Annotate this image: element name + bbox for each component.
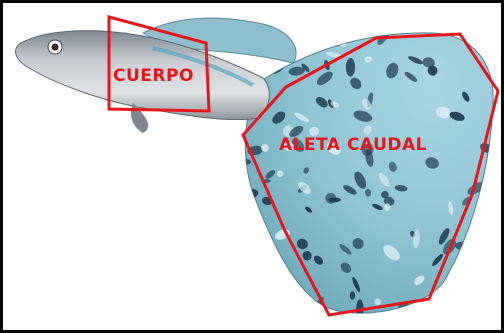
fin-spot [481, 251, 497, 270]
fin-spot [483, 183, 499, 199]
fin-spot [257, 292, 269, 302]
fin-spot [270, 269, 283, 284]
fin-spot [466, 231, 482, 247]
fin-spot [346, 58, 355, 77]
fin-spot [451, 308, 460, 313]
fin-spot [298, 297, 311, 310]
guppy-diagram: CUERPO ALETA CAUDAL [3, 3, 501, 330]
tail-fin-image [235, 24, 499, 320]
fin-spot [260, 264, 269, 273]
body-label: CUERPO [113, 66, 194, 86]
fin-spot [479, 28, 491, 39]
fin-spot [244, 300, 252, 314]
fin-spot [252, 291, 260, 311]
fin-spot [461, 295, 477, 311]
fin-spot [246, 198, 254, 211]
fin-spot [487, 288, 499, 299]
fin-spot [470, 33, 482, 44]
fin-spot [439, 311, 448, 320]
fin-spot [237, 54, 253, 67]
tail-fin-label: ALETA CAUDAL [279, 135, 427, 155]
